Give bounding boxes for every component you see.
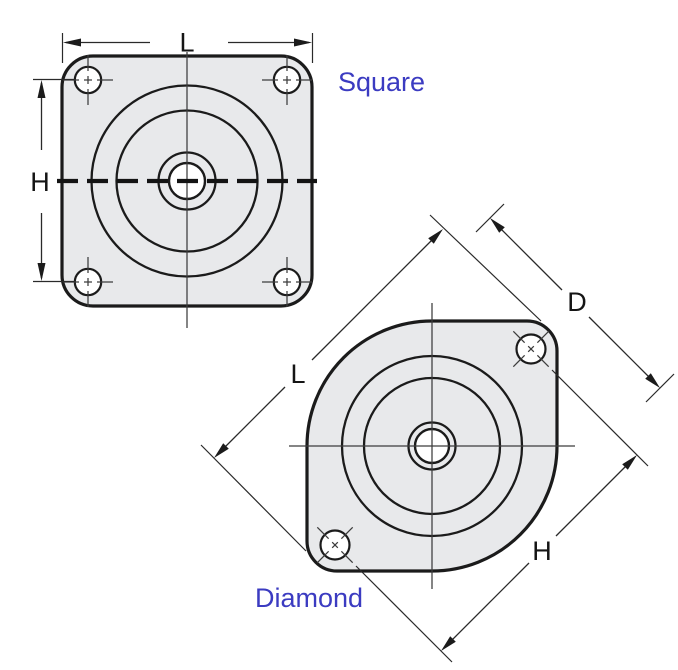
dim-arrow xyxy=(63,38,81,47)
square-flange: L H Square xyxy=(30,28,425,328)
dimension-H-square: H xyxy=(30,78,74,283)
diamond-length-label: L xyxy=(290,359,305,389)
diamond-bolt-holes xyxy=(299,313,567,581)
dimension-D-diamond: D xyxy=(475,203,675,403)
dim-arrow xyxy=(214,443,229,458)
dimension-line xyxy=(555,463,629,537)
dimension-L-diamond: L xyxy=(200,214,542,552)
dimension-line xyxy=(588,316,652,380)
dim-arrow xyxy=(37,263,46,281)
dim-arrow xyxy=(37,80,46,98)
dim-arrow xyxy=(441,636,456,651)
extension-line xyxy=(429,214,542,322)
square-flange-title: Square xyxy=(338,67,425,97)
dim-arrow xyxy=(622,455,637,470)
square-bolt-holes xyxy=(62,54,313,308)
dimension-H-diamond: H xyxy=(355,369,649,663)
extension-line xyxy=(200,444,307,552)
dimension-line xyxy=(498,226,563,291)
extension-line xyxy=(551,369,649,467)
dimension-line xyxy=(311,237,435,361)
diamond-diagonal-label: D xyxy=(567,287,587,317)
dim-arrow xyxy=(490,218,505,233)
dim-arrow xyxy=(428,229,443,244)
dimension-line xyxy=(221,386,286,451)
square-width-label: L xyxy=(179,28,194,58)
diamond-height-label: H xyxy=(532,536,552,566)
square-height-label: H xyxy=(30,167,50,197)
diamond-flange-title: Diamond xyxy=(255,583,363,613)
dimension-L-square: L xyxy=(61,28,314,63)
dimension-line xyxy=(449,562,530,643)
extension-line xyxy=(355,565,453,663)
dim-arrow xyxy=(294,38,312,47)
dim-arrow xyxy=(645,373,660,388)
diamond-flange: L D H Diamond xyxy=(200,203,675,663)
